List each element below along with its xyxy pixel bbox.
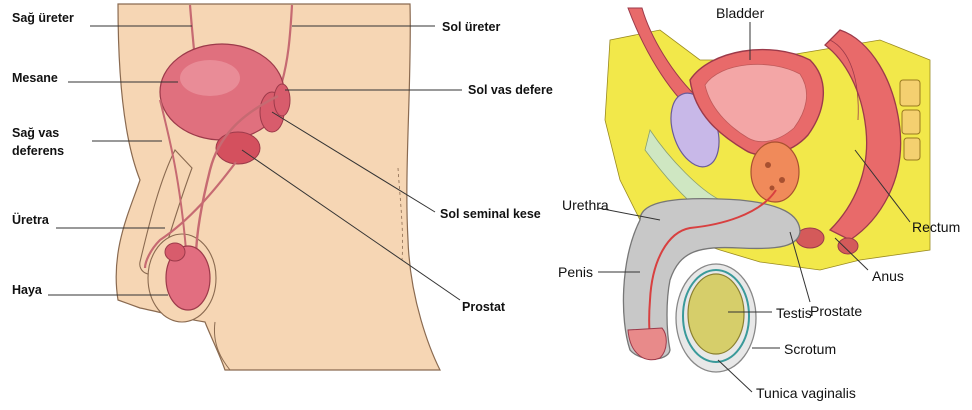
label-scrotum: Scrotum — [784, 341, 836, 357]
seminal-vesicle-right — [274, 84, 290, 116]
prostate-gland-dot — [765, 162, 771, 168]
glans — [628, 328, 666, 360]
label-sol-seminal-kese: Sol seminal kese — [440, 207, 541, 221]
label-penis: Penis — [558, 264, 593, 280]
label-uretra: Üretra — [12, 212, 50, 227]
prostate-gland-dot — [779, 177, 785, 183]
label-urethra: Urethra — [562, 197, 609, 213]
label-sag-vas-line1: Sağ vas — [12, 126, 59, 140]
label-sol-vas-deferens: Sol vas defere — [468, 83, 553, 97]
label-prostate: Prostate — [810, 303, 862, 319]
label-rectum: Rectum — [912, 219, 960, 235]
label-mesane: Mesane — [12, 71, 58, 85]
label-sag-vas-line2: deferens — [12, 144, 64, 158]
prostate-gland-dot — [770, 186, 775, 191]
epididymis-left — [165, 243, 185, 261]
label-bladder: Bladder — [716, 5, 765, 21]
label-sol-ureter: Sol üreter — [442, 20, 500, 34]
testis-right — [688, 274, 744, 354]
prostate-left — [216, 132, 260, 164]
anal-sphincter — [838, 238, 858, 254]
bladder-highlight — [180, 60, 240, 96]
label-tunica-vaginalis: Tunica vaginalis — [756, 385, 856, 401]
left-diagram: Sağ üreter Sol üreter Mesane Sol vas def… — [12, 4, 553, 370]
label-anus: Anus — [872, 268, 904, 284]
label-haya: Haya — [12, 283, 43, 297]
label-sag-ureter: Sağ üreter — [12, 11, 74, 25]
label-prostat: Prostat — [462, 300, 506, 314]
right-diagram: Bladder Urethra Rectum Penis Anus Testis… — [558, 5, 960, 401]
label-testis: Testis — [776, 305, 812, 321]
